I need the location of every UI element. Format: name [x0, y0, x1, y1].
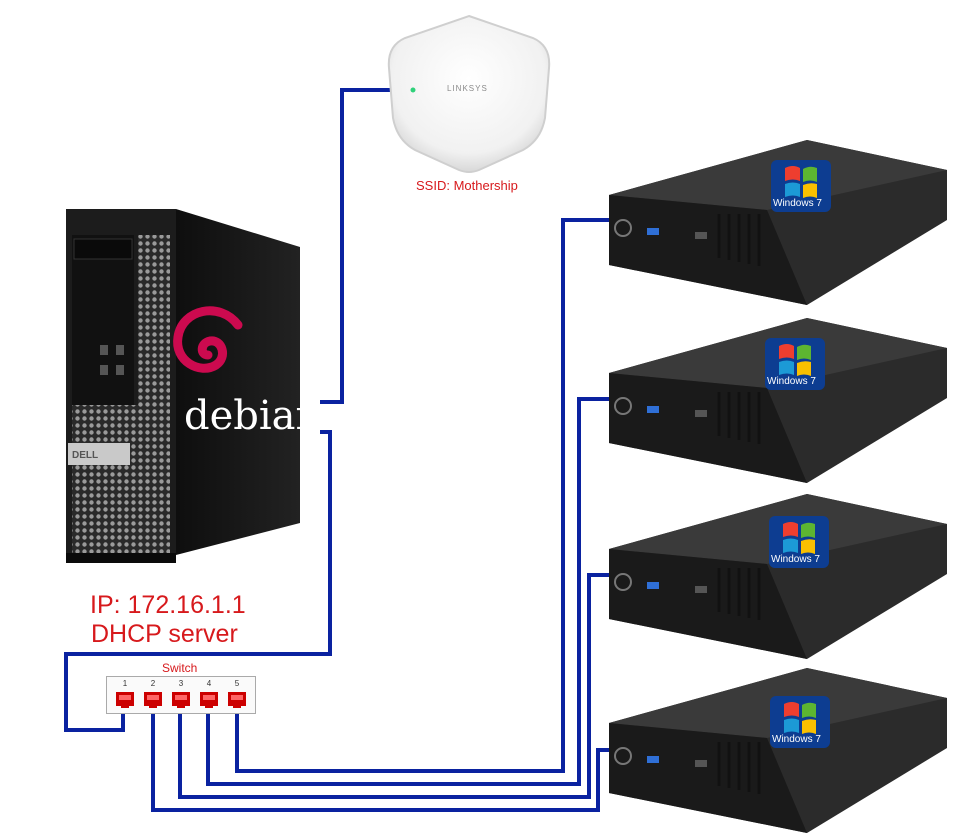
switch-port-4[interactable]: 4 — [198, 679, 220, 713]
switch-port-3[interactable]: 3 — [170, 679, 192, 713]
windows-logo-icon — [770, 696, 830, 748]
access-point-brand: LINKSYS — [447, 84, 488, 93]
client-pc-2[interactable]: Windows 7 — [607, 318, 952, 483]
dell-badge: DELL — [72, 450, 99, 461]
switch-port-2[interactable]: 2 — [142, 679, 164, 713]
port-number: 5 — [234, 679, 240, 688]
os-label: Windows 7 — [773, 198, 822, 209]
ethernet-port-icon — [228, 692, 246, 709]
ethernet-port-icon — [172, 692, 190, 709]
server-tower-icon — [66, 209, 300, 563]
os-label: Windows 7 — [771, 554, 820, 565]
port-number: 4 — [206, 679, 212, 688]
access-point-icon — [387, 14, 551, 173]
cable-port3-to-client3 — [178, 573, 610, 799]
ethernet-port-icon — [116, 692, 134, 709]
cable-port2-to-client4 — [151, 708, 612, 812]
network-switch[interactable]: 1 2 3 4 5 — [106, 676, 256, 714]
cable-port5-to-client1 — [235, 218, 611, 773]
debian-logo-text: debian — [184, 393, 322, 439]
cable-port4-to-client2 — [206, 397, 610, 786]
mini-pc-icon — [609, 318, 947, 483]
client-pc-4[interactable]: Windows 7 — [607, 668, 952, 833]
port-number: 1 — [122, 679, 128, 688]
client-pc-3[interactable]: Windows 7 — [607, 494, 952, 659]
ethernet-port-icon — [144, 692, 162, 709]
cable-server-to-ap — [320, 88, 390, 404]
cable-server-to-switch — [64, 430, 332, 732]
windows-logo-icon — [771, 160, 831, 212]
ethernet-port-icon — [200, 692, 218, 709]
mini-pc-icon — [609, 668, 947, 833]
server-role-label: DHCP server — [91, 620, 238, 648]
port-number: 2 — [150, 679, 156, 688]
switch-port-1[interactable]: 1 — [114, 679, 136, 713]
switch-label: Switch — [162, 661, 198, 675]
os-label: Windows 7 — [772, 734, 821, 745]
port-number: 3 — [178, 679, 184, 688]
client-pc-1[interactable]: Windows 7 — [607, 140, 952, 305]
access-point[interactable]: LINKSYS — [383, 10, 555, 175]
debian-server[interactable]: DELL debian — [60, 205, 321, 585]
switch-port-5[interactable]: 5 — [226, 679, 248, 713]
ssid-label: SSID: Mothership — [416, 178, 518, 193]
windows-logo-icon — [765, 338, 825, 390]
windows-logo-icon — [769, 516, 829, 568]
os-label: Windows 7 — [767, 376, 816, 387]
server-ip-label: IP: 172.16.1.1 — [90, 591, 246, 619]
